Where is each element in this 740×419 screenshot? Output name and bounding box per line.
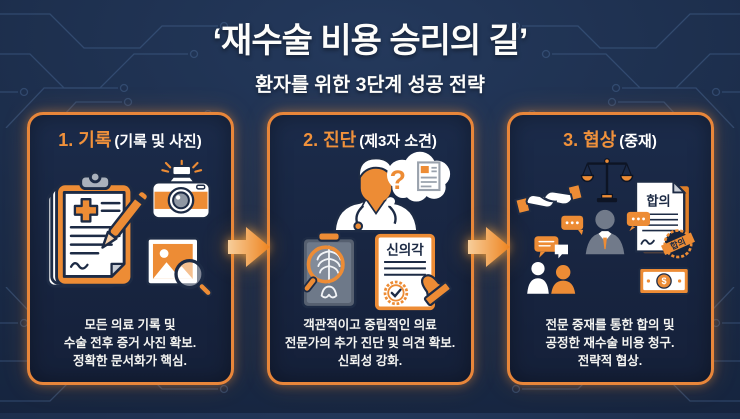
photo-magnifier-icon: [146, 237, 213, 297]
agreement-stamp-icon: 합의: [661, 229, 695, 259]
step-1-title: 1. 기록(기록 및 사진): [58, 126, 201, 152]
step-3-label: 3. 협상: [563, 130, 617, 150]
medical-record-clipboard-icon: [46, 170, 150, 288]
step-2-title: 2. 진단(제3자 소견): [303, 126, 437, 152]
page-title: ‘재수술 비용 승리의 길’: [212, 22, 529, 60]
patients-chat-icon: [527, 236, 576, 294]
opinion-document-label: 신의각: [386, 242, 424, 258]
step-1-desc-line2: 수술 전후 증거 사진 확보.: [63, 335, 197, 350]
scales-of-justice-icon: [580, 158, 634, 203]
step-3-note: (중재): [619, 133, 657, 150]
step-3-title: 3. 협상(중재): [563, 126, 657, 152]
step-1-illustration: [32, 152, 228, 316]
step-card-record: 1. 기록(기록 및 사진): [26, 112, 234, 385]
step-2-note: (제3자 소견): [359, 133, 437, 150]
mediator-speech-icon: [561, 209, 650, 255]
handshake-icon: [514, 182, 584, 216]
step-card-diagnosis: 2. 진단(제3자 소견) ?: [266, 112, 474, 385]
step-3-desc-line1: 전문 중재를 통한 합의 및: [545, 317, 675, 332]
thought-bubble-icon: ?: [380, 151, 451, 213]
step-3-illustration: 합의 합의: [512, 152, 708, 316]
page-subtitle: 환자를 위한 3단계 성공 전략: [255, 74, 485, 96]
arrow-2-3-container: [468, 112, 510, 274]
agreement-document-label: 합의: [646, 193, 670, 209]
dollar-sign-icon: $: [661, 276, 666, 286]
step-1-label: 1. 기록: [58, 130, 112, 150]
step-2-desc-line1: 객관적이고 중립적인 의료: [303, 317, 437, 332]
step-3-desc-line2: 공정한 재수술 비용 청구.: [545, 335, 675, 350]
camera-flash-icon: [151, 159, 211, 220]
step-1-description: 모든 의료 기록 및 수술 전후 증거 사진 확보. 정확한 문서화가 핵심.: [64, 316, 196, 370]
right-arrow-icon: [468, 227, 510, 267]
step-2-description: 객관적이고 중립적인 의료 전문가의 추가 진단 및 의견 확보. 신뢰성 강화…: [285, 316, 455, 370]
step-2-desc-line3: 신뢰성 강화.: [337, 353, 403, 368]
speech-bubble-left-icon: [561, 215, 584, 235]
agreement-document-icon: 합의 합의: [634, 179, 695, 259]
step-2-illustration: ?: [272, 151, 468, 316]
step-1-note: (기록 및 사진): [114, 133, 202, 150]
doctor-icon: [333, 157, 419, 233]
arrow-1-2-container: [228, 112, 270, 274]
money-bill-icon: $: [638, 267, 690, 295]
infographic-header: ‘재수술 비용 승리의 길’ 환자를 위한 3단계 성공 전략: [0, 13, 740, 97]
step-3-description: 전문 중재를 통한 합의 및 공정한 재수술 비용 청구. 전략적 협상.: [546, 316, 675, 370]
step-1-desc-line1: 모든 의료 기록 및: [84, 317, 176, 332]
step-2-desc-line2: 전문가의 추가 진단 및 의견 확보.: [284, 335, 456, 350]
step-2-label: 2. 진단: [303, 130, 357, 150]
step-card-negotiation: 3. 협상(중재): [506, 112, 714, 385]
question-mark-icon: ?: [390, 165, 406, 195]
xray-magnifier-icon: [301, 231, 357, 309]
steps-row: 1. 기록(기록 및 사진): [0, 112, 740, 385]
opinion-document-stamp-icon: 신의각: [375, 233, 452, 311]
step-3-desc-line3: 전략적 협상.: [577, 353, 643, 368]
rubber-stamp-icon: [420, 274, 452, 307]
speech-bubble-right-icon: [626, 211, 650, 232]
right-arrow-icon: [228, 227, 270, 267]
step-1-desc-line3: 정확한 문서화가 핵심.: [73, 353, 187, 368]
